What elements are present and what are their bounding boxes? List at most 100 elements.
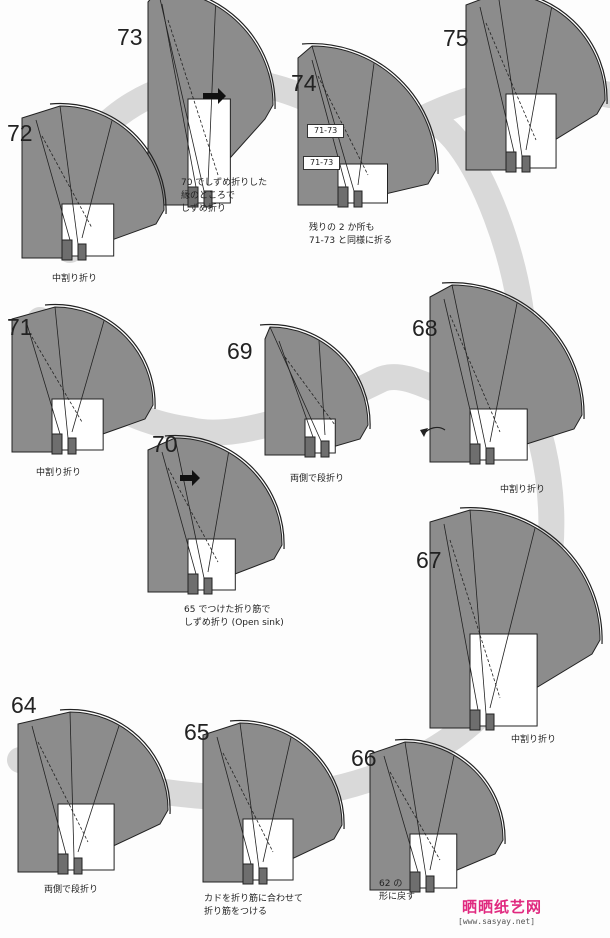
step-number-72: 72	[7, 120, 33, 146]
caption-step-66: 62 の 形に戻す	[379, 879, 416, 902]
model-leg-74	[337, 186, 349, 208]
step-number-71: 71	[7, 314, 33, 340]
model-edge-arc-70	[164, 434, 285, 550]
model-body-66	[369, 741, 504, 891]
model-leg-65	[242, 863, 254, 885]
valley-fold-line-66	[389, 771, 441, 861]
crease-line-65	[216, 736, 252, 865]
crease-line-64	[31, 725, 67, 855]
model-edge-arc-72	[49, 102, 167, 215]
model-leg-71	[51, 433, 63, 455]
crease-line-73	[161, 3, 197, 188]
step-number-64: 64	[11, 692, 37, 718]
crease-line-73	[159, 0, 205, 192]
model-edge-arc-69	[259, 323, 371, 430]
reference-tag-71-73: 71-73	[303, 156, 341, 170]
crease-line-75	[479, 6, 515, 153]
watermark-url: [www.sasyay.net]	[458, 917, 536, 926]
crease-line-70	[161, 451, 197, 575]
model-leg-73	[203, 190, 213, 208]
model-body-64	[17, 711, 169, 873]
crease-line-74	[311, 59, 347, 188]
caption-step-73: 70 でしずめ折りした 縁のところで しずめ折り	[181, 178, 268, 214]
crease-line-74	[311, 45, 355, 192]
model-body-75	[465, 0, 606, 171]
model-leg-66	[425, 875, 435, 893]
model-body-68	[429, 284, 583, 463]
crease-line-64	[69, 711, 75, 859]
model-body-72	[21, 105, 165, 259]
crease-line-69	[278, 340, 314, 438]
crease-line-67	[469, 509, 487, 715]
step-number-65: 65	[184, 719, 210, 745]
valley-fold-line-68	[449, 314, 501, 433]
turn-over-arrow-icon	[420, 428, 428, 437]
model-leg-70	[203, 577, 213, 595]
crease-line-66	[404, 741, 427, 877]
model-edge-arc-68	[441, 282, 585, 420]
model-leg-69	[320, 440, 330, 458]
push-arrow-icon	[180, 470, 200, 486]
model-edge-arc-73	[209, 0, 276, 110]
crease-line-64	[77, 725, 120, 853]
caption-step-67: 中割り折り	[511, 735, 557, 745]
valley-fold-line-70	[167, 467, 219, 563]
model-leg-75	[505, 151, 517, 173]
step-number-73: 73	[117, 24, 143, 50]
model-leg-65	[258, 867, 268, 885]
crease-line-69	[318, 340, 326, 436]
crease-line-71	[25, 320, 61, 435]
model-leg-74	[353, 190, 363, 208]
caption-step-64: 両側で段折り	[44, 885, 99, 895]
crease-line-67	[443, 523, 479, 711]
caption-step-71: 中割り折り	[36, 468, 82, 478]
model-leg-70	[187, 573, 199, 595]
caption-step-72: 中割り折り	[52, 274, 98, 284]
crease-line-66	[383, 755, 419, 873]
caption-step-74: 残りの 2 か所も 71-73 と同様に折る	[309, 223, 393, 246]
caption-step-70: 65 でつけた折り筋で しずめ折り (Open sink)	[184, 605, 284, 628]
step-number-75: 75	[443, 25, 469, 51]
model-edge-arc-75	[540, 0, 608, 105]
model-leg-66	[409, 871, 421, 893]
crease-line-69	[269, 326, 322, 442]
crease-line-70	[207, 452, 229, 573]
crease-line-67	[489, 528, 536, 709]
reference-tag-71-73: 71-73	[307, 124, 345, 138]
model-leg-71	[67, 437, 77, 455]
valley-fold-line-71	[31, 336, 83, 423]
model-edge-arc-74	[301, 42, 439, 175]
crease-line-72	[59, 105, 79, 245]
step-number-74: 74	[291, 70, 317, 96]
valley-fold-line-69	[284, 356, 336, 426]
step-number-70: 70	[152, 431, 178, 457]
valley-fold-line-64	[37, 741, 89, 843]
step-number-69: 69	[227, 338, 253, 364]
model-body-69	[264, 326, 369, 456]
model-leg-72	[77, 243, 87, 261]
push-arrow-icon	[203, 88, 226, 104]
valley-fold-line-65	[222, 752, 274, 853]
caption-step-69: 両側で段折り	[290, 474, 345, 484]
model-edge-arc-65	[229, 719, 345, 830]
model-leg-67	[485, 713, 495, 731]
model-body-65	[202, 722, 343, 883]
model-edge-arc-67	[459, 507, 603, 645]
valley-fold-line-72	[41, 135, 93, 229]
model-leg-73	[187, 186, 199, 208]
watermark-logo: 晒晒纸艺网	[462, 898, 543, 916]
model-leg-64	[57, 853, 69, 875]
crease-line-66	[429, 755, 455, 871]
crease-line-68	[451, 284, 487, 449]
step-number-66: 66	[351, 745, 377, 771]
crease-line-75	[498, 0, 523, 157]
crease-line-68	[443, 298, 479, 445]
crease-line-72	[81, 120, 113, 239]
model-leg-67	[469, 709, 481, 731]
model-leg-72	[61, 239, 73, 261]
crease-line-72	[35, 119, 71, 241]
model-leg-68	[469, 443, 481, 465]
model-body-71	[11, 306, 154, 453]
